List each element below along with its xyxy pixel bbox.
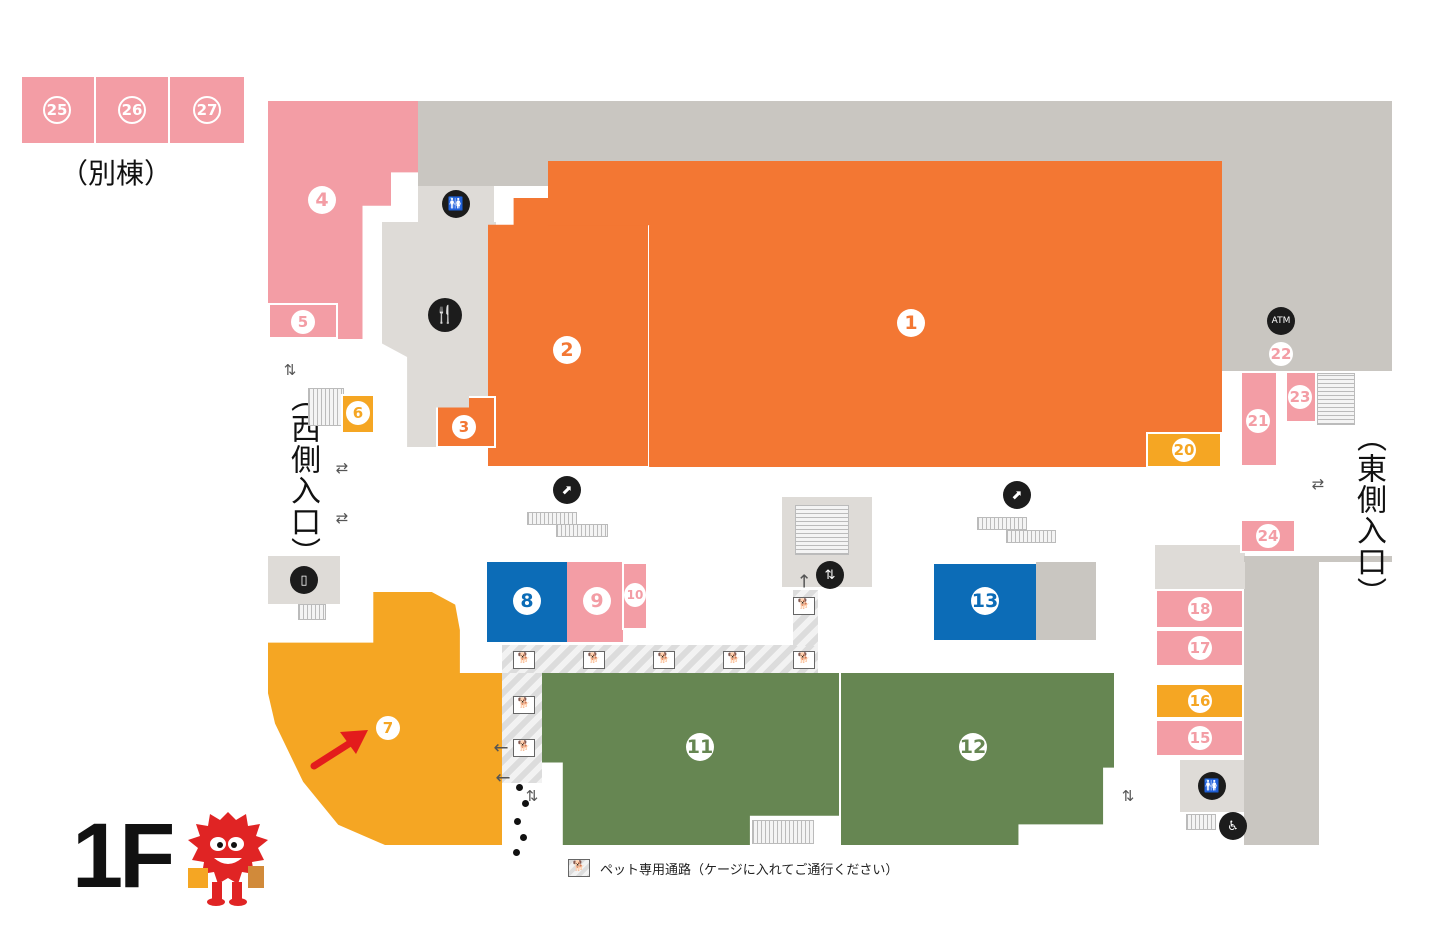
accessible-restroom-icon[interactable]: ♿ bbox=[1219, 812, 1247, 840]
bidirectional-arrow: ⇄ bbox=[335, 509, 349, 527]
escalator-icon[interactable]: ⬈ bbox=[1003, 481, 1031, 509]
store-1-lower bbox=[648, 226, 1222, 466]
store-number-20: 20 bbox=[1172, 438, 1196, 462]
elevator-icon[interactable]: ⇅ bbox=[816, 561, 844, 589]
store-number-23: 23 bbox=[1288, 385, 1312, 409]
bidirectional-arrow: ⇅ bbox=[283, 361, 297, 379]
restaurant-icon[interactable]: 🍴 bbox=[428, 298, 462, 332]
paw-print-icon bbox=[516, 784, 523, 791]
escalator-steps bbox=[977, 517, 1027, 530]
locker-stairs bbox=[298, 604, 326, 620]
store-number-9: 9 bbox=[583, 587, 611, 615]
pet-marker: 🐕 bbox=[723, 651, 745, 669]
bidirectional-arrow: ⇅ bbox=[525, 787, 539, 805]
annex-label: （別棟） bbox=[60, 157, 173, 190]
store-number-24: 24 bbox=[1256, 524, 1280, 548]
pet-marker: 🐕 bbox=[513, 651, 535, 669]
store-number-6: 6 bbox=[346, 401, 370, 425]
store-13-annex bbox=[1036, 562, 1096, 640]
pet-marker: 🐕 bbox=[793, 597, 815, 615]
pet-path bbox=[502, 673, 542, 783]
store-number-15: 15 bbox=[1188, 726, 1212, 750]
east-stairs bbox=[1317, 373, 1355, 425]
paw-print-icon bbox=[520, 834, 527, 841]
locker-icon[interactable]: ▯ bbox=[290, 566, 318, 594]
store-number-8: 8 bbox=[513, 587, 541, 615]
store-number-11: 11 bbox=[686, 733, 714, 761]
corridor-left-connector bbox=[418, 161, 548, 186]
store-number-2: 2 bbox=[553, 336, 581, 364]
store-number-27: 27 bbox=[193, 96, 221, 124]
store-number-5: 5 bbox=[291, 310, 315, 334]
exit-arrow: ← bbox=[493, 737, 509, 759]
pet-marker: 🐕 bbox=[583, 651, 605, 669]
east-south-stairs bbox=[1186, 814, 1216, 830]
bidirectional-arrow: ⇅ bbox=[1121, 787, 1135, 805]
pet-marker: 🐕 bbox=[513, 696, 535, 714]
paw-print-icon bbox=[514, 818, 521, 825]
paw-print-icon bbox=[522, 800, 529, 807]
east-back-corridor bbox=[1222, 101, 1392, 371]
exit-arrow: ← bbox=[495, 767, 511, 789]
store-number-16: 16 bbox=[1188, 689, 1212, 713]
east-corridor-connector bbox=[1244, 556, 1392, 562]
store-number-25: 25 bbox=[43, 96, 71, 124]
restroom-icon[interactable]: 🚻 bbox=[442, 190, 470, 218]
store-number-3: 3 bbox=[452, 415, 476, 439]
atm-icon[interactable]: ATM bbox=[1267, 307, 1295, 335]
south-stairs bbox=[752, 820, 814, 844]
restroom-icon[interactable]: 🚻 bbox=[1198, 772, 1226, 800]
store-number-12: 12 bbox=[959, 733, 987, 761]
west-stairs bbox=[308, 388, 344, 426]
store-number-7: 7 bbox=[376, 716, 400, 740]
store-number-21: 21 bbox=[1246, 409, 1270, 433]
store-2[interactable] bbox=[488, 198, 648, 466]
pet-marker: 🐕 bbox=[513, 739, 535, 757]
pet-path-legend-text: ペット専用通路（ケージに入れてご通行ください） bbox=[600, 863, 899, 878]
bidirectional-arrow: ⇄ bbox=[1311, 475, 1325, 493]
store-number-10: 10 bbox=[624, 583, 646, 607]
pet-marker: 🐕 bbox=[793, 651, 815, 669]
east-entrance-label: （東側入口） bbox=[1351, 422, 1386, 608]
floor-label: 1F bbox=[72, 805, 175, 907]
east-corridor bbox=[1244, 560, 1319, 845]
store-number-26: 26 bbox=[118, 96, 146, 124]
east-wing bbox=[1155, 545, 1245, 589]
store-number-4: 4 bbox=[308, 186, 336, 214]
store-number-17: 17 bbox=[1188, 636, 1212, 660]
pet-marker: 🐕 bbox=[653, 651, 675, 669]
elevator-stairs bbox=[795, 505, 849, 555]
escalator-steps bbox=[1006, 530, 1056, 543]
store-number-1: 1 bbox=[897, 309, 925, 337]
exit-arrow: ↑ bbox=[796, 571, 812, 593]
store-number-13: 13 bbox=[971, 587, 999, 615]
escalator-icon[interactable]: ⬈ bbox=[553, 476, 581, 504]
pet-path-legend-icon: 🐕 bbox=[568, 859, 590, 877]
location-arrow-icon bbox=[310, 730, 368, 770]
store-number-18: 18 bbox=[1188, 597, 1212, 621]
escalator-steps bbox=[527, 512, 577, 525]
store-number-22: 22 bbox=[1269, 342, 1293, 366]
escalator-steps bbox=[556, 524, 608, 537]
paw-print-icon bbox=[513, 849, 520, 856]
bidirectional-arrow: ⇄ bbox=[335, 459, 349, 477]
mascot-character bbox=[188, 812, 268, 906]
